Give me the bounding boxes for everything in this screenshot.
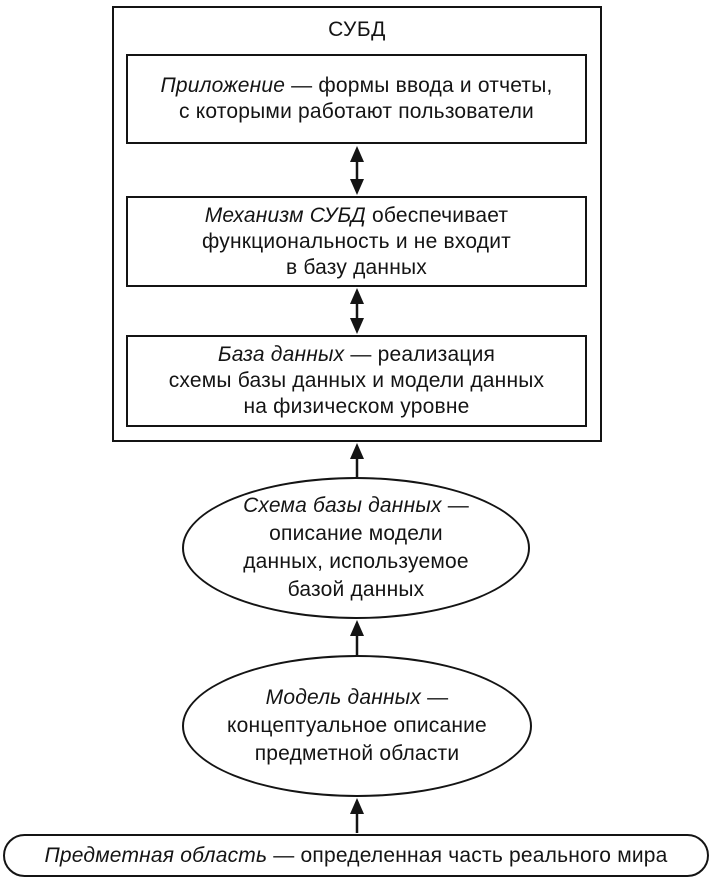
database-term: База данных: [217, 343, 345, 366]
engine-term: Механизм СУБД: [204, 203, 366, 227]
up-arrow-icon: [350, 620, 364, 655]
double-arrow-icon: [350, 146, 364, 195]
engine-description: обеспечивает функциональность и не входи…: [202, 203, 511, 279]
schema-description: — описание модели данных, используемое б…: [243, 494, 469, 601]
schema-term: Схема базы данных: [243, 494, 442, 517]
double-arrow-icon: [350, 288, 364, 334]
application-box: Приложение — формы ввода и отчеты, с кот…: [126, 54, 587, 144]
domain-description: — определенная часть реального мира: [267, 843, 668, 867]
domain-term: Предметная область: [44, 843, 268, 867]
engine-text: Механизм СУБД обеспечивает функционально…: [202, 203, 511, 281]
schema-text: Схема базы данных — описание модели данн…: [243, 492, 469, 604]
database-box: База данных — реализация схемы базы данн…: [126, 335, 587, 427]
up-arrow-icon: [350, 443, 364, 477]
engine-box: Механизм СУБД обеспечивает функционально…: [126, 196, 587, 287]
model-text: Модель данных — концептуальное описание …: [227, 684, 487, 768]
domain-pill: Предметная область — определенная часть …: [3, 834, 709, 877]
model-term: Модель данных: [265, 686, 422, 709]
dbms-outer-box: СУБД Приложение — формы ввода и отчеты, …: [112, 6, 602, 442]
dbms-title: СУБД: [328, 18, 386, 41]
model-ellipse: Модель данных — концептуальное описание …: [182, 655, 532, 797]
application-term: Приложение: [160, 74, 286, 97]
domain-text: Предметная область — определенная часть …: [44, 843, 667, 869]
up-arrow-icon: [350, 798, 364, 833]
database-text: База данных — реализация схемы базы данн…: [169, 342, 545, 420]
application-text: Приложение — формы ввода и отчеты, с кот…: [160, 73, 552, 125]
model-description: — концептуальное описание предметной обл…: [227, 686, 487, 765]
schema-ellipse: Схема базы данных — описание модели данн…: [182, 477, 530, 619]
application-description: — формы ввода и отчеты, с которыми работ…: [179, 74, 553, 123]
database-description: — реализация схемы базы данных и модели …: [168, 343, 545, 418]
